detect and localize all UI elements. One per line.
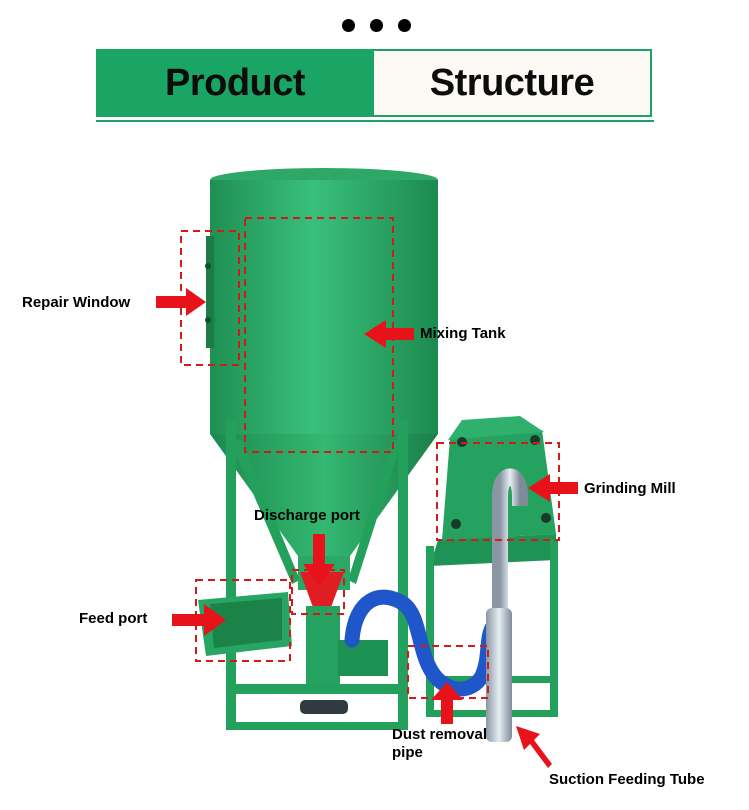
frame-leg <box>398 420 408 730</box>
tank-cone <box>210 434 438 556</box>
arrow-feed-port <box>172 604 226 636</box>
mixer-shaft-housing <box>306 606 340 686</box>
label-feed-port: Feed port <box>79 610 148 627</box>
decorative-dots <box>342 19 412 33</box>
feed-hopper-inner <box>210 598 282 648</box>
frame-brace <box>348 440 402 584</box>
repair-window-bolt <box>205 317 211 323</box>
mill-top-cover <box>448 416 544 440</box>
machine-frame <box>226 420 408 730</box>
arrow-dust-removal <box>431 682 463 724</box>
suction-feeding-tube <box>492 468 528 740</box>
arrow-grinding-mill <box>528 474 578 502</box>
frame-brace <box>230 440 300 584</box>
frame-base <box>236 684 400 694</box>
dot-1 <box>342 19 355 32</box>
arrow-suction-tube <box>516 726 552 768</box>
mill-bolt <box>541 513 551 523</box>
label-grinding-mill: Grinding Mill <box>584 480 676 497</box>
tank-cylinder <box>210 180 438 434</box>
label-suction-feeding-tube: Suction Feeding Tube <box>549 771 705 788</box>
motor-housing <box>338 640 388 676</box>
mixing-tank <box>205 168 438 556</box>
banner-right-panel: Structure <box>374 49 652 117</box>
label-discharge-port: Discharge port <box>254 507 360 524</box>
mill-stand-leg <box>550 540 558 716</box>
mill-bolt <box>451 519 461 529</box>
pulley-wheel <box>300 700 348 714</box>
frame-leg <box>226 420 236 730</box>
banner-underline <box>96 120 654 122</box>
dust-removal-hose <box>344 589 500 697</box>
suction-tube-lower <box>486 608 512 742</box>
mill-stand-leg <box>426 546 434 716</box>
dot-2 <box>370 19 383 32</box>
banner-title-left: Product <box>164 61 306 104</box>
title-banner: Product Structure <box>96 49 654 117</box>
banner-left-panel: Product <box>96 49 374 117</box>
feed-port-box <box>195 579 291 662</box>
repair-window-bolt <box>205 263 211 269</box>
label-dust-removal-pipe: Dust removal pipe <box>392 726 488 761</box>
banner-title-right: Structure <box>429 61 595 104</box>
callout-arrows <box>156 288 578 768</box>
arrow-discharge-port <box>303 534 335 586</box>
arrow-repair-window <box>156 288 206 316</box>
arrow-mixing-tank <box>364 320 414 348</box>
label-repair-window: Repair Window <box>22 294 131 311</box>
dot-3 <box>398 19 411 32</box>
label-mixing-tank: Mixing Tank <box>420 325 506 342</box>
repair-window-hinge <box>206 236 214 348</box>
lower-assembly <box>198 556 388 714</box>
frame-foot <box>226 722 408 730</box>
discharge-port-opening <box>300 572 344 610</box>
